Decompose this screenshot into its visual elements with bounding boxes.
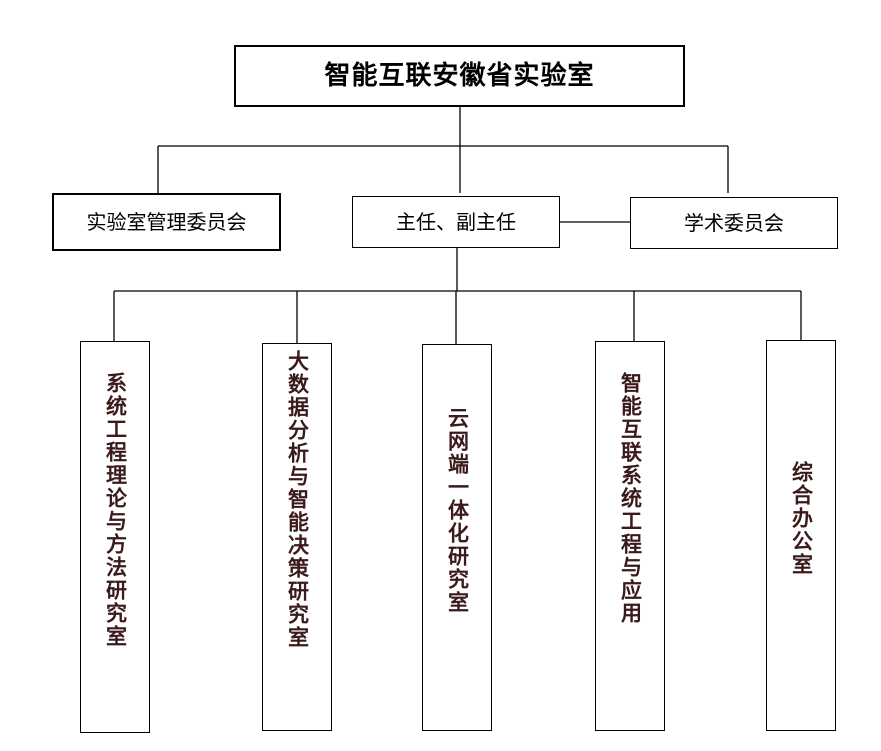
root-node: 智能互联安徽省实验室 [234,45,685,107]
unit-big-data: 大数据分析与智能决策研究室 [262,343,332,731]
director-node: 主任、副主任 [352,196,560,248]
unit-intelligent-interconnect: 智能互联系统工程与应用 [595,341,665,731]
academic-committee-node: 学术委员会 [630,197,838,249]
unit-cloud-network: 云网端一体化研究室 [422,344,492,731]
unit-systems-engineering: 系统工程理论与方法研究室 [80,341,150,733]
committee-node: 实验室管理委员会 [52,193,281,251]
unit-general-office: 综合办公室 [766,340,836,731]
